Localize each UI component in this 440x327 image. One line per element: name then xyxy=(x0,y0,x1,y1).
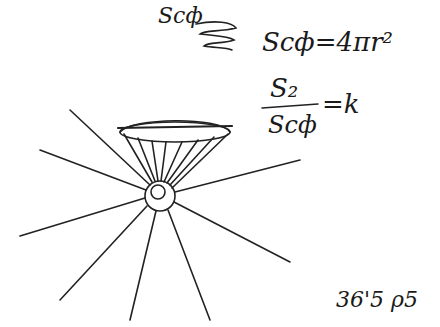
formula-text: Sсф=4πr² xyxy=(262,28,393,57)
formula-text: 36'5 ρ5 xyxy=(336,288,418,312)
fraction-bar xyxy=(262,104,318,108)
formula-text: Sсф xyxy=(158,4,203,28)
formula-text: S₂ xyxy=(270,74,298,103)
spherical-cap xyxy=(118,121,232,188)
formula-text: Sсф xyxy=(268,112,317,138)
sphere-core xyxy=(151,185,165,199)
formula-text: =k xyxy=(322,90,360,119)
radiating-lines xyxy=(20,110,300,320)
